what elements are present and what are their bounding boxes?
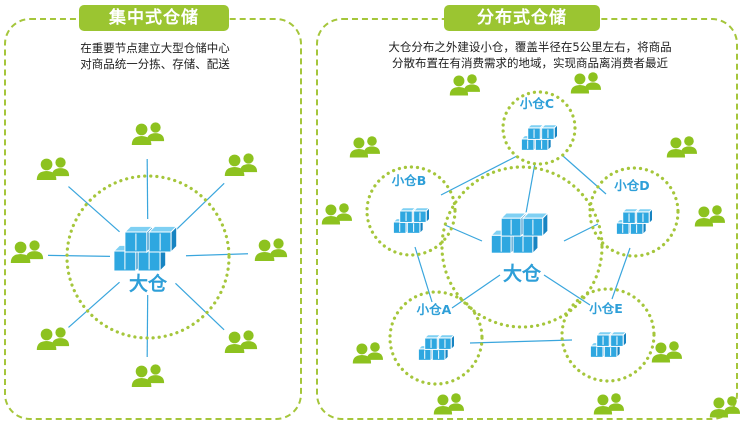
consumer-icon: [10, 240, 44, 264]
consumer-icon: [36, 327, 70, 351]
consumer-link: [175, 282, 225, 331]
central-warehouse-coverage: [65, 174, 231, 340]
consumer-icon: [433, 393, 464, 415]
consumer-icon: [709, 396, 740, 418]
small-warehouse-a-label: 小仓A: [416, 302, 452, 317]
consumer-icon: [651, 341, 682, 363]
consumer-icon: [352, 342, 383, 364]
consumer-link: [185, 253, 249, 257]
consumer-icon: [131, 122, 165, 146]
warehouse-link: [562, 155, 607, 195]
central-warehouse-icon: [490, 211, 550, 255]
small-warehouse-b-coverage: [365, 165, 457, 257]
small-warehouse-b-label: 小仓B: [391, 173, 427, 188]
consumer-icon: [321, 203, 352, 225]
small-warehouse-d-coverage: [588, 166, 680, 258]
small-warehouse-d-label: 小仓D: [613, 178, 649, 193]
warehouse-link: [543, 274, 591, 306]
consumer-icon: [570, 72, 601, 94]
consumer-icon: [254, 238, 288, 262]
consumer-icon: [224, 153, 258, 177]
consumer-link: [68, 186, 120, 233]
small-warehouse-b-icon: [392, 206, 431, 235]
consumer-link: [146, 294, 149, 358]
centralized-title: 集中式仓储: [79, 5, 229, 31]
warehouse-link: [469, 339, 573, 344]
central-warehouse-label: 大仓: [503, 262, 542, 285]
consumer-icon: [593, 393, 624, 415]
consumer-icon: [449, 74, 480, 96]
warehouse-link: [414, 246, 433, 303]
centralized-desc-line1: 在重要节点建立大型仓储中心: [80, 41, 230, 55]
small-warehouse-c-label: 小仓C: [519, 96, 554, 111]
small-warehouse-e-label: 小仓E: [588, 301, 623, 316]
small-warehouse-a-coverage: [388, 290, 484, 386]
consumer-icon: [131, 364, 165, 388]
central-warehouse-label: 大仓: [129, 272, 168, 295]
small-warehouse-c-coverage: [501, 90, 577, 166]
warehouse-link: [451, 274, 501, 309]
consumer-icon: [224, 330, 258, 354]
small-warehouse-c-icon: [520, 123, 559, 152]
warehouse-link: [525, 162, 536, 214]
distributed-description: 大仓分布之外建设小仓，覆盖半径在5公里左右，将商品 分散布置在有消费需求的地域，…: [332, 39, 728, 71]
warehouse-link: [611, 247, 631, 300]
warehouse-link: [440, 155, 518, 196]
distributed-desc-line2: 分散布置在有消费需求的地域，实现商品离消费者最近: [392, 56, 668, 70]
distributed-title: 分布式仓储: [444, 5, 600, 31]
small-warehouse-e-coverage: [560, 287, 656, 383]
small-warehouse-a-icon: [417, 333, 456, 362]
consumer-link: [47, 254, 111, 257]
coverage-layer: [65, 90, 680, 386]
consumer-link: [146, 158, 149, 220]
small-warehouse-e-icon: [589, 330, 628, 359]
consumer-icon: [349, 136, 380, 158]
central-warehouse-coverage: [440, 165, 604, 329]
centralized-desc-line2: 对商品统一分拣、存储、配送: [80, 57, 230, 71]
consumer-link: [68, 281, 120, 328]
consumer-icon: [666, 136, 697, 158]
central-warehouse-icon: [112, 225, 178, 273]
centralized-description: 在重要节点建立大型仓储中心 对商品统一分拣、存储、配送: [30, 40, 280, 72]
small-warehouse-d-icon: [615, 207, 654, 236]
distributed-desc-line1: 大仓分布之外建设小仓，覆盖半径在5公里左右，将商品: [388, 40, 672, 54]
consumer-link: [174, 182, 225, 232]
consumer-icon: [36, 157, 70, 181]
consumer-icon: [694, 205, 725, 227]
